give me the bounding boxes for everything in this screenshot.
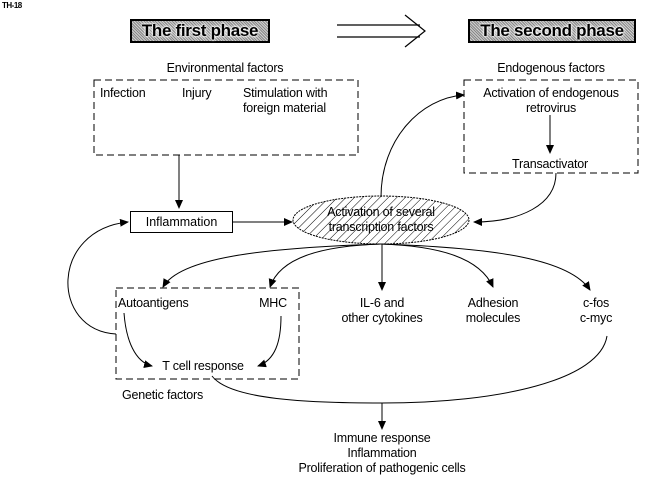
outcome-text: Immune response Inflammation Proliferati… (298, 431, 466, 475)
second-phase-banner: The second phase (468, 19, 636, 43)
arrow-central-to-cfos (380, 243, 591, 291)
arrow-autoantigens-to-tcell (123, 312, 153, 369)
second-phase-title: The second phase (480, 21, 624, 40)
phase-transition-arrow (337, 14, 426, 48)
il6-cytokines-text: IL-6 and other cytokines (341, 296, 423, 325)
genetic-factors-label: Genetic factors (122, 388, 204, 402)
environmental-factors-box (93, 79, 359, 156)
figure-id-label: TH-18 (2, 1, 22, 10)
cfos-cmyc-text: c-fos c-myc (579, 296, 613, 325)
curve-cfos-to-outcome (381, 335, 608, 404)
arrow-central-to-mhc (268, 243, 382, 288)
genetic-factors-box (115, 287, 300, 380)
arrow-central-to-autoantigens (162, 243, 382, 288)
inflammation-box-label: Inflammation (145, 215, 218, 229)
retrovirus-activation-text: Activation of endogenous retrovirus (483, 86, 619, 115)
autoantigens-text: Autoantigens (118, 296, 189, 310)
central-node-label: Activation of several transcription fact… (327, 205, 435, 234)
arrow-mhc-to-tcell (257, 315, 282, 368)
arrow-genetic-to-inflammation (67, 218, 129, 335)
first-phase-title: The first phase (141, 21, 259, 40)
environmental-factors-heading: Environmental factors (166, 61, 284, 75)
t-cell-response-text: T cell response (162, 359, 244, 373)
mhc-text: MHC (259, 296, 287, 310)
arrow-central-to-retrovirus (380, 91, 465, 198)
arrow-transactivator-to-central (473, 172, 557, 226)
adhesion-molecules-text: Adhesion molecules (465, 296, 521, 325)
env-item-stimulation: Stimulation with foreign material (243, 86, 328, 115)
first-phase-banner: The first phase (130, 19, 270, 43)
curve-tcell-to-outcome (211, 375, 383, 404)
env-item-infection: Infection (100, 86, 146, 100)
endogenous-factors-heading: Endogenous factors (497, 61, 605, 75)
env-item-injury: Injury (182, 86, 212, 100)
central-node-ellipse (292, 195, 470, 245)
endogenous-factors-box (463, 79, 639, 174)
transactivator-text: Transactivator (512, 157, 588, 171)
inflammation-box: Inflammation (130, 211, 233, 233)
